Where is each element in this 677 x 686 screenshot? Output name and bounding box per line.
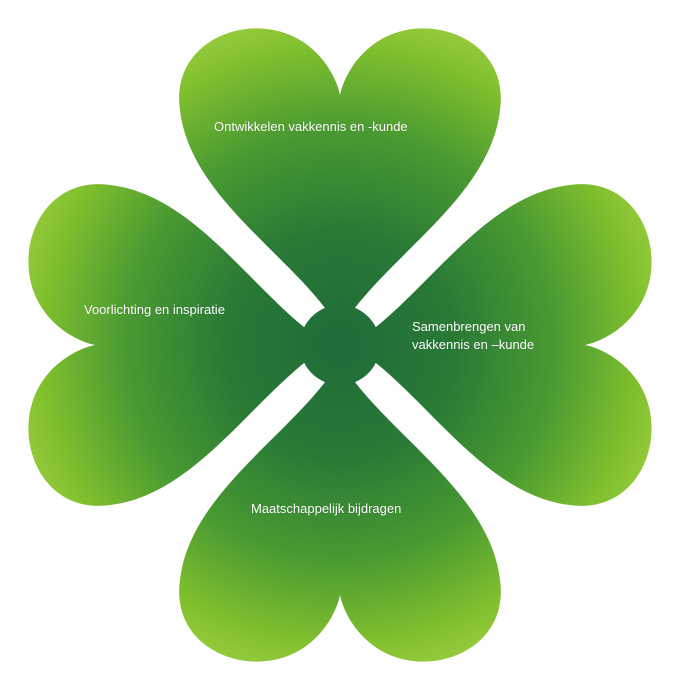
clover-center	[300, 305, 380, 385]
leaf-label-right-line1: Samenbrengen van	[412, 318, 534, 336]
leaf-label-right-line2: vakkennis en –kunde	[412, 336, 534, 354]
leaf-label-right: Samenbrengen van vakkennis en –kunde	[412, 318, 534, 354]
leaf-label-bottom: Maatschappelijk bijdragen	[251, 500, 401, 518]
leaf-label-top: Ontwikkelen vakkennis en -kunde	[214, 118, 408, 136]
leaf-label-left: Voorlichting en inspiratie	[84, 301, 225, 319]
